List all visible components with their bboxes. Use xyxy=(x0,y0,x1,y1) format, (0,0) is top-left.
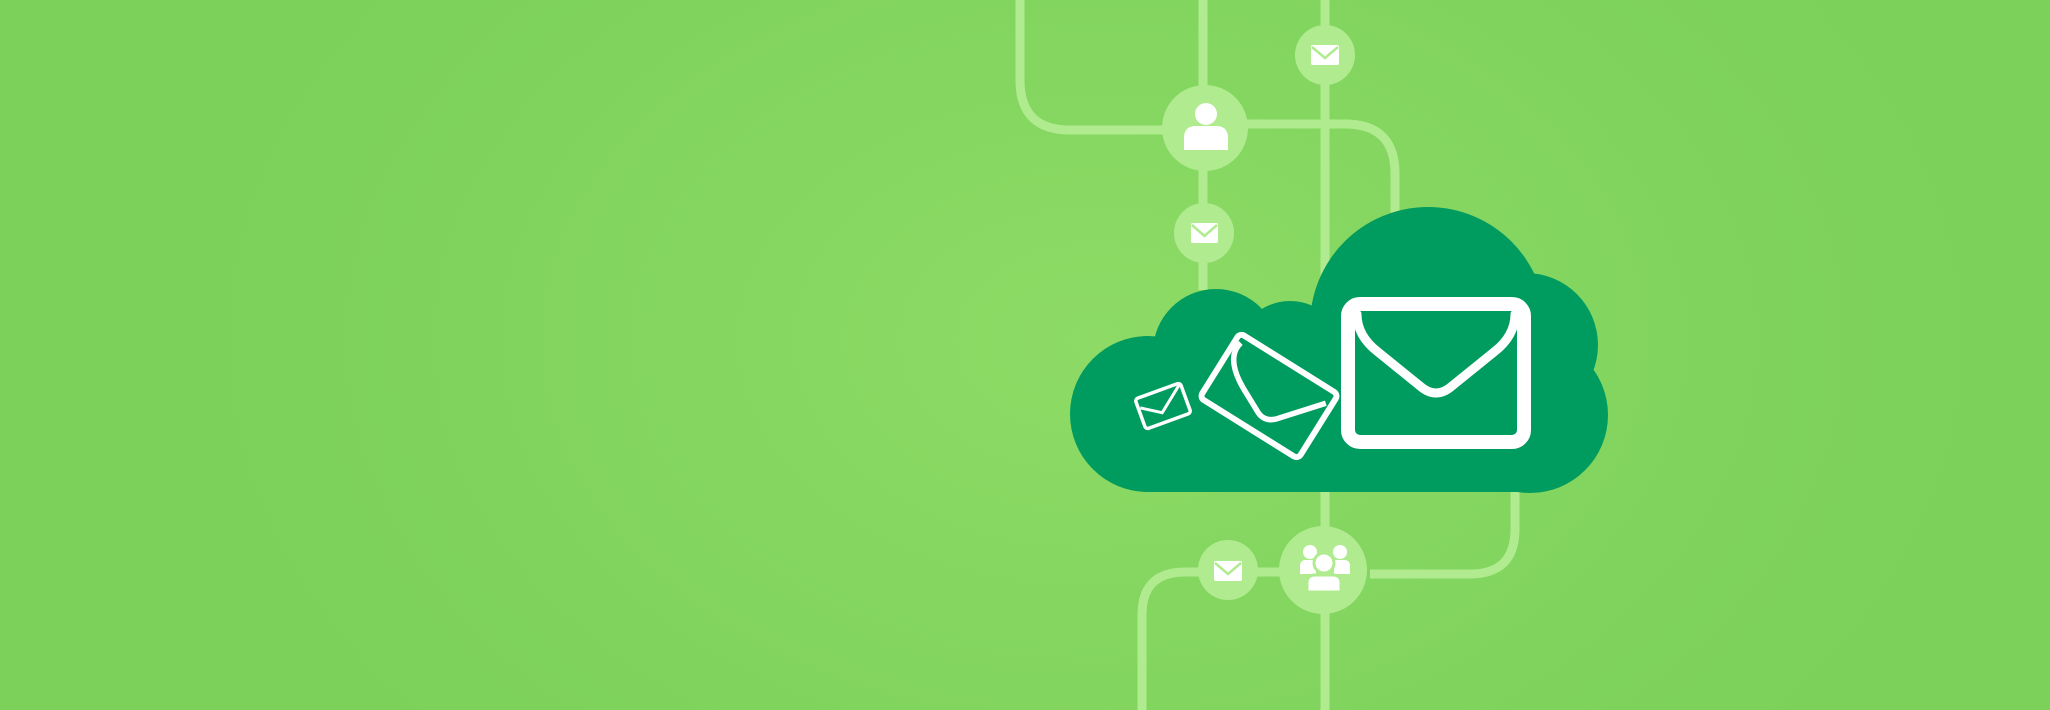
envelope-icon xyxy=(1214,561,1242,581)
cloud-envelopes xyxy=(1134,297,1531,461)
group-node xyxy=(1279,526,1367,614)
connector-line xyxy=(1370,480,1520,579)
mail-node xyxy=(1174,203,1234,263)
envelope-icon xyxy=(1191,223,1218,243)
envelope-icon xyxy=(1134,381,1192,431)
envelope-icon xyxy=(1311,45,1339,65)
envelope-icon xyxy=(1198,331,1340,461)
network-nodes xyxy=(1162,25,1367,614)
user-icon xyxy=(1184,103,1228,150)
connector-line xyxy=(1245,119,1400,220)
mail-node xyxy=(1295,25,1355,85)
connector-line xyxy=(1137,567,1205,710)
mail-node xyxy=(1198,540,1258,600)
envelope-icon xyxy=(1341,297,1531,449)
user-group-icon xyxy=(1300,545,1350,594)
user-node xyxy=(1162,85,1248,171)
connector-line xyxy=(1015,0,1165,135)
